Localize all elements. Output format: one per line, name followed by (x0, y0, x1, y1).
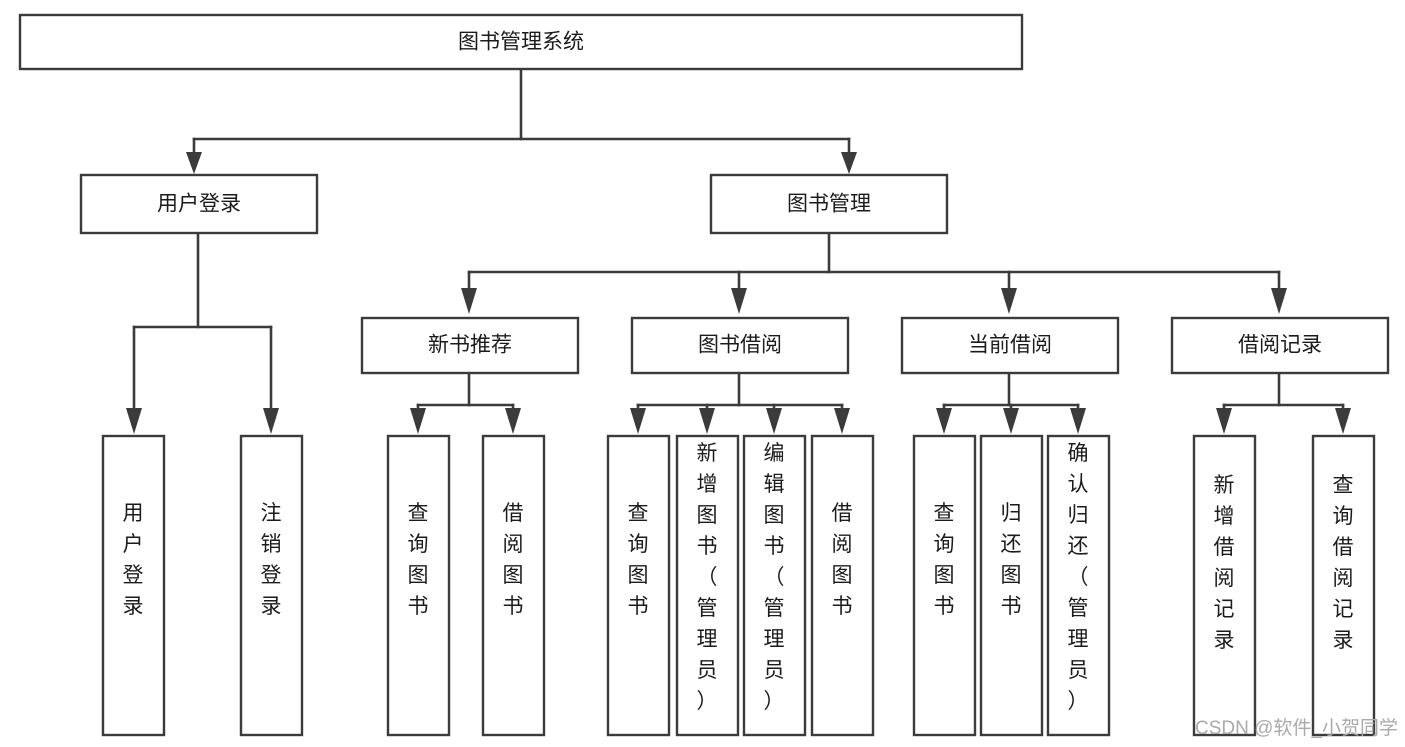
leaf-box[interactable] (101, 434, 166, 737)
arrowhead-cb-leaf2 (1003, 408, 1019, 434)
leaf-borrowrecord-add-record[interactable]: 新增借阅记录 (1192, 434, 1257, 737)
leaf-box[interactable] (742, 434, 807, 737)
leaf-label: 确认归还（管理员） (1068, 442, 1089, 713)
leaf-bookborrow-edit-book-admin[interactable]: 编辑图书（管理员） (742, 434, 807, 737)
node-root-label: 图书管理系统 (458, 31, 584, 54)
arrowhead-bb-leaf4 (834, 408, 850, 434)
leaf-box[interactable] (481, 434, 546, 737)
node-borrow-record-box[interactable] (1170, 316, 1390, 375)
arrowhead-currentborrow (1001, 288, 1017, 314)
arrowhead-cb-leaf3 (1070, 408, 1086, 434)
arrowhead-leaf-logout (263, 408, 279, 434)
node-new-book-recommend-label: 新书推荐 (428, 334, 512, 357)
arrowhead-leaf-user-login (126, 408, 142, 434)
node-new-book-recommend[interactable]: 新书推荐 (360, 316, 580, 375)
arrowhead-borrowrecord (1271, 288, 1287, 314)
node-user-login-label: 用户登录 (157, 193, 241, 216)
arrowhead-userlogin (186, 152, 202, 174)
node-book-borrow-label: 图书借阅 (698, 334, 782, 357)
leaf-currentborrow-return-book[interactable]: 归还图书 (979, 434, 1044, 737)
leaf-box[interactable] (1311, 434, 1376, 737)
leaf-box[interactable] (810, 434, 875, 737)
arrowhead-bb-leaf3 (766, 408, 782, 434)
node-book-management-label: 图书管理 (787, 193, 871, 216)
node-book-borrow[interactable]: 图书借阅 (630, 316, 850, 375)
leaf-label: 注销登录 (261, 502, 282, 618)
leaf-box[interactable] (1192, 434, 1257, 737)
node-book-management-box[interactable] (709, 173, 949, 235)
node-current-borrow-label: 当前借阅 (968, 334, 1052, 357)
leaf-bookborrow-borrow-book[interactable]: 借阅图书 (810, 434, 875, 737)
arrowhead-bookmgmt (841, 152, 857, 174)
leaf-box[interactable] (1046, 434, 1111, 737)
leaf-box[interactable] (386, 434, 451, 737)
leaf-label: 用户登录 (123, 502, 144, 618)
leaf-label: 编辑图书（管理员） (764, 442, 785, 713)
leaf-box[interactable] (912, 434, 977, 737)
arrowhead-newbook (461, 288, 477, 314)
node-user-login-box[interactable] (79, 173, 319, 235)
node-root-box[interactable] (18, 13, 1024, 71)
leaf-label: 借阅图书 (832, 502, 853, 618)
leaf-user-login-login[interactable]: 用户登录 (101, 434, 166, 737)
node-new-book-recommend-box[interactable] (360, 316, 580, 375)
leaf-bookborrow-query-book[interactable]: 查询图书 (606, 434, 671, 737)
node-current-borrow-box[interactable] (900, 316, 1120, 375)
leaf-bookborrow-add-book-admin[interactable]: 新增图书（管理员） (675, 434, 740, 737)
leaf-user-login-logout[interactable]: 注销登录 (239, 434, 304, 737)
node-book-borrow-box[interactable] (630, 316, 850, 375)
leaf-label: 查询图书 (408, 502, 429, 618)
arrowhead-bb-leaf2 (699, 408, 715, 434)
leaf-label: 查询借阅记录 (1333, 474, 1354, 652)
node-user-login[interactable]: 用户登录 (79, 173, 319, 235)
node-book-management[interactable]: 图书管理 (709, 173, 949, 235)
arrowhead-nb-leaf1 (410, 408, 426, 434)
node-current-borrow[interactable]: 当前借阅 (900, 316, 1120, 375)
leaf-label: 新增借阅记录 (1214, 474, 1235, 652)
leaf-box[interactable] (239, 434, 304, 737)
connector-layer (126, 67, 1351, 434)
arrowhead-cb-leaf1 (936, 408, 952, 434)
leaf-label: 归还图书 (1001, 502, 1022, 618)
arrowhead-bb-leaf1 (630, 408, 646, 434)
leaf-box[interactable] (979, 434, 1044, 737)
arrowhead-br-leaf1 (1216, 408, 1232, 434)
arrowhead-bookborrow (731, 288, 747, 314)
leaf-borrowrecord-query-record[interactable]: 查询借阅记录 (1311, 434, 1376, 737)
leaf-newbook-borrow-book[interactable]: 借阅图书 (481, 434, 546, 737)
leaf-label: 查询图书 (628, 502, 649, 618)
leaf-currentborrow-confirm-return-admin[interactable]: 确认归还（管理员） (1046, 434, 1111, 737)
leaf-box[interactable] (606, 434, 671, 737)
leaf-box[interactable] (675, 434, 740, 737)
node-root[interactable]: 图书管理系统 (18, 13, 1024, 71)
leaf-label: 查询图书 (934, 502, 955, 618)
leaf-label: 新增图书（管理员） (697, 442, 718, 713)
leaf-newbook-query-book[interactable]: 查询图书 (386, 434, 451, 737)
arrowhead-nb-leaf2 (505, 408, 521, 434)
node-borrow-record[interactable]: 借阅记录 (1170, 316, 1390, 375)
leaf-currentborrow-query-book[interactable]: 查询图书 (912, 434, 977, 737)
node-borrow-record-label: 借阅记录 (1238, 334, 1322, 357)
leaf-label: 借阅图书 (503, 502, 524, 618)
watermark-label: CSDN @软件_小贺同学 (1195, 717, 1398, 739)
arrowhead-br-leaf2 (1335, 408, 1351, 434)
